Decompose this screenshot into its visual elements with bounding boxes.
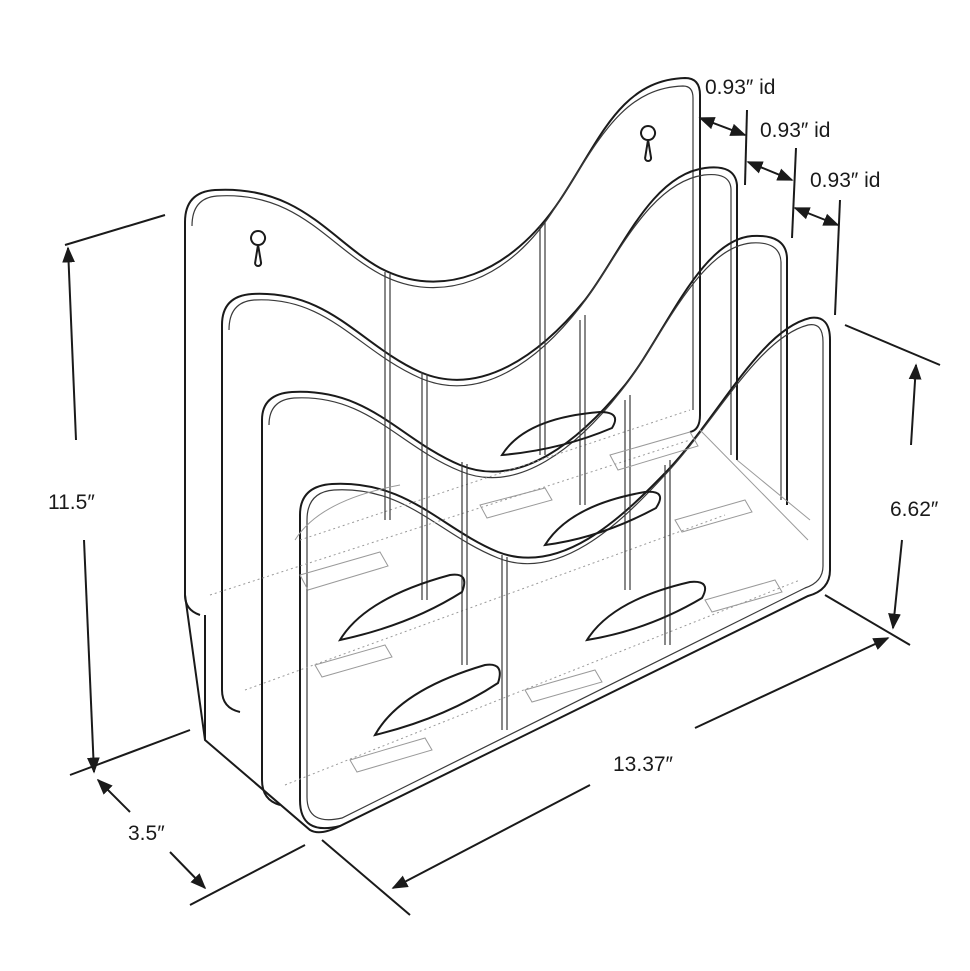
- dimension-lines: [62, 109, 941, 916]
- base-tray: [184, 409, 811, 834]
- height-label: 11.5″: [48, 491, 95, 514]
- front-panel: [299, 316, 831, 830]
- front-height-label: 6.62″: [890, 498, 939, 521]
- dividers: [384, 222, 671, 730]
- label-pads: [299, 431, 783, 773]
- pocket-3-label: 0.93″ id: [810, 169, 881, 192]
- pocket-1-label: 0.93″ id: [705, 76, 776, 99]
- panel-two: [221, 166, 738, 713]
- finger-cutouts: [294, 410, 706, 737]
- depth-label: 3.5″: [128, 822, 165, 845]
- pocket-2-label: 0.93″ id: [760, 119, 831, 142]
- width-label: 13.37″: [613, 753, 673, 776]
- panel-three: [261, 234, 788, 806]
